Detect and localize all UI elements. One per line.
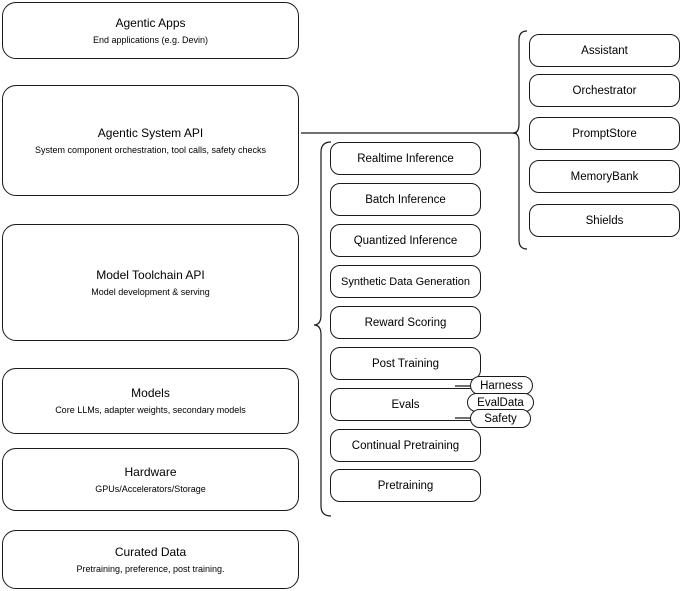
component-promptstore[interactable]: PromptStore	[529, 117, 680, 150]
layer-title: Agentic Apps	[115, 15, 186, 30]
component-assistant[interactable]: Assistant	[529, 34, 680, 67]
layer-title: Curated Data	[114, 544, 187, 559]
layer-description: Pretraining, preference, post training.	[76, 563, 225, 574]
eval-tag-safety[interactable]: Safety	[470, 409, 531, 428]
eval-tag-evaldata[interactable]: EvalData	[467, 393, 534, 412]
component-realtime-inference[interactable]: Realtime Inference	[330, 142, 481, 175]
layer-description: System component orchestration, tool cal…	[34, 144, 267, 155]
layer-agentic-system-api[interactable]: Agentic System API System component orch…	[2, 85, 299, 196]
component-orchestrator[interactable]: Orchestrator	[529, 74, 680, 107]
layer-curated-data[interactable]: Curated Data Pretraining, preference, po…	[2, 530, 299, 589]
layer-description: GPUs/Accelerators/Storage	[95, 483, 206, 494]
layer-description: Core LLMs, adapter weights, secondary mo…	[55, 405, 246, 415]
layer-title: Agentic System API	[97, 125, 204, 140]
layer-agentic-apps[interactable]: Agentic Apps End applications (e.g. Devi…	[2, 2, 299, 59]
layer-model-toolchain-api[interactable]: Model Toolchain API Model development & …	[2, 224, 299, 341]
component-synthetic-data-generation[interactable]: Synthetic Data Generation	[330, 265, 481, 298]
layer-description: Model development & serving	[91, 286, 210, 297]
brace-agentic-system	[512, 30, 528, 250]
brace-model-toolchain	[313, 141, 332, 517]
layer-title: Model Toolchain API	[96, 267, 205, 282]
component-continual-pretraining[interactable]: Continual Pretraining	[330, 429, 481, 462]
component-batch-inference[interactable]: Batch Inference	[330, 183, 481, 216]
component-quantized-inference[interactable]: Quantized Inference	[330, 224, 481, 257]
component-shields[interactable]: Shields	[529, 204, 680, 237]
component-post-training[interactable]: Post Training	[330, 347, 481, 380]
layer-hardware[interactable]: Hardware GPUs/Accelerators/Storage	[2, 448, 299, 511]
component-memorybank[interactable]: MemoryBank	[529, 160, 680, 193]
layer-models[interactable]: Models Core LLMs, adapter weights, secon…	[2, 368, 299, 434]
layer-title: Models	[131, 386, 170, 400]
component-reward-scoring[interactable]: Reward Scoring	[330, 306, 481, 339]
eval-tag-harness[interactable]: Harness	[470, 376, 533, 395]
layer-title: Hardware	[124, 464, 177, 479]
component-pretraining[interactable]: Pretraining	[330, 469, 481, 502]
component-evals[interactable]: Evals	[330, 388, 481, 421]
layer-description: End applications (e.g. Devin)	[92, 34, 209, 45]
